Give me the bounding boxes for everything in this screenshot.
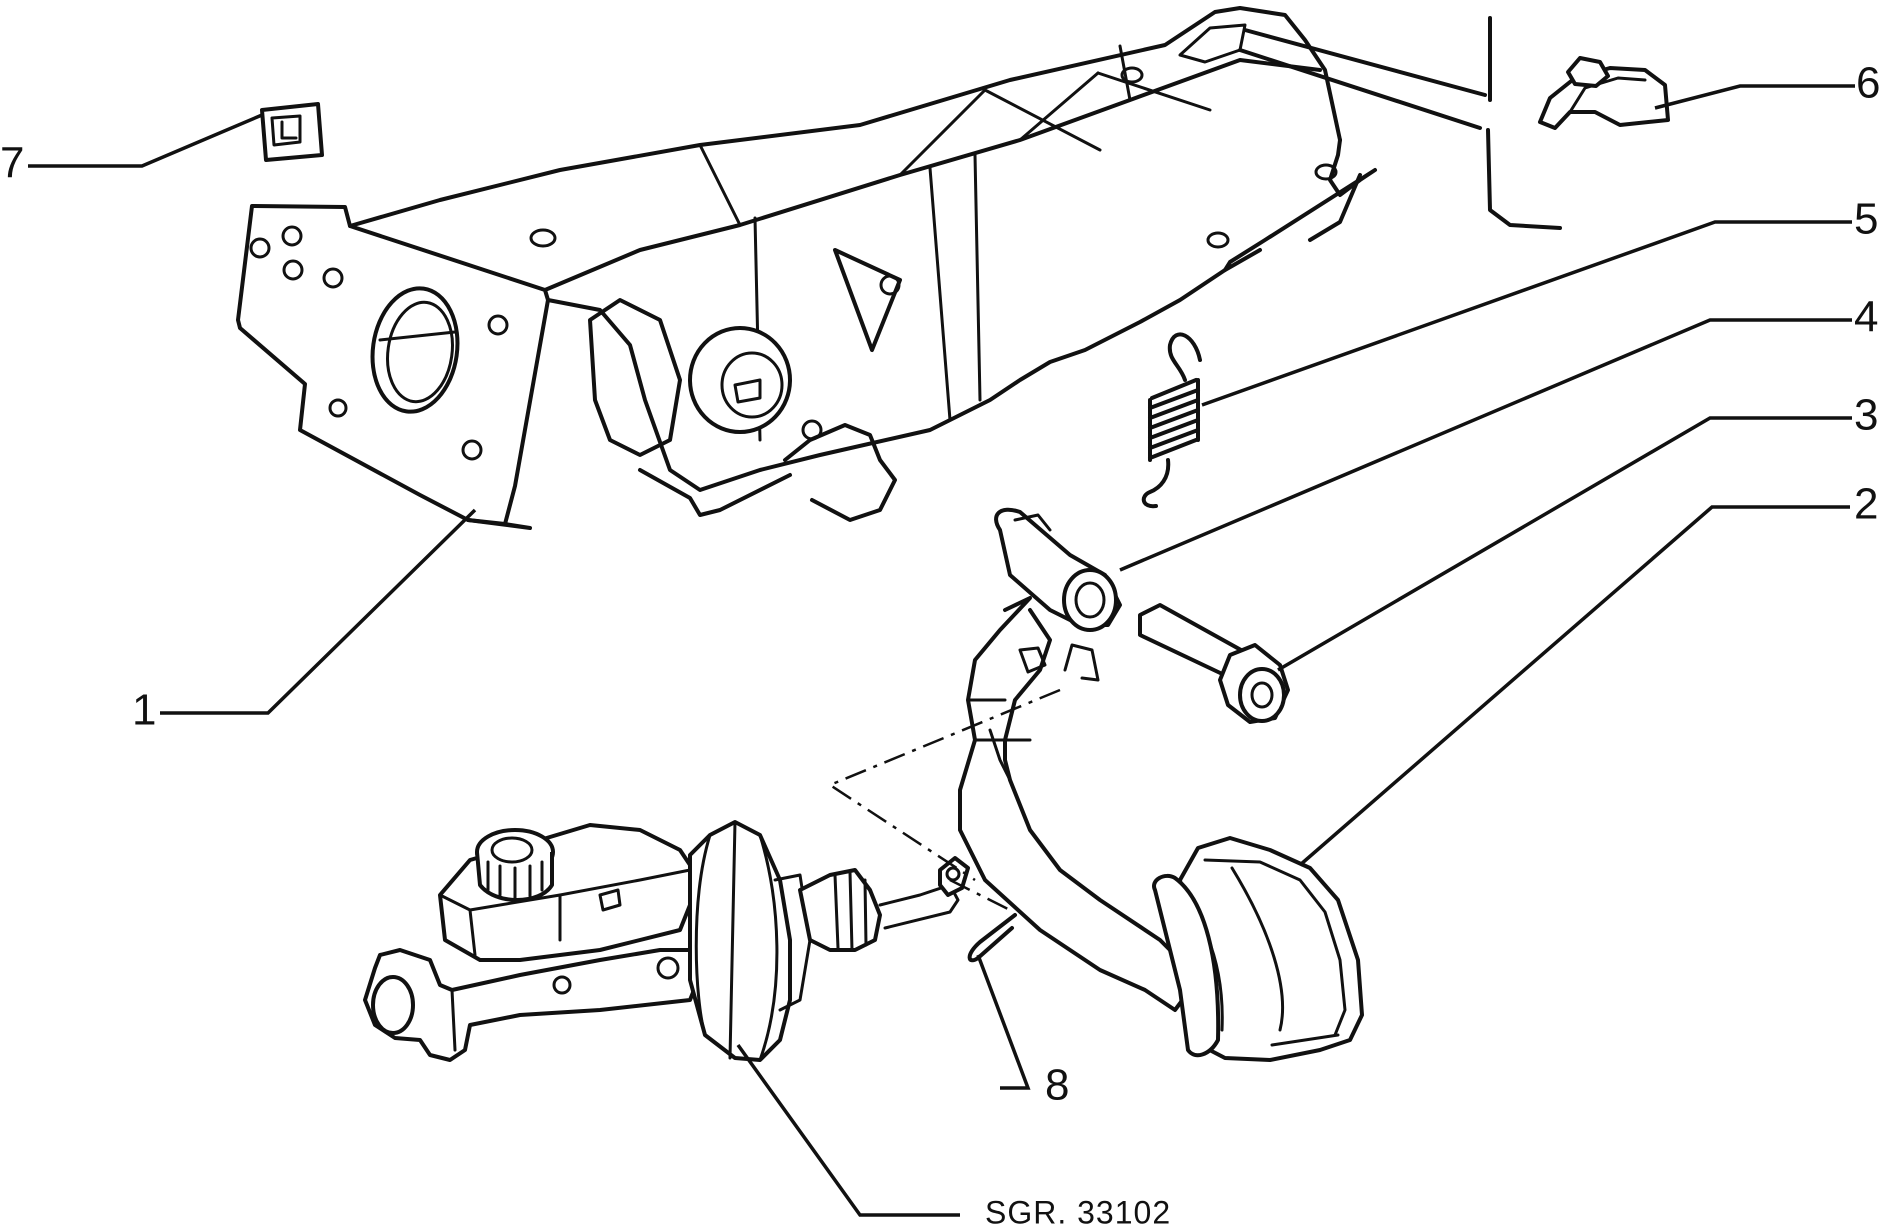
leader-7	[28, 113, 263, 168]
part-5-return-spring	[1141, 332, 1202, 509]
part-3-pivot-pin	[1138, 603, 1290, 724]
leader-3	[1277, 416, 1852, 672]
part-8-split-pin	[967, 913, 1017, 963]
callout-4: 4	[1854, 293, 1878, 342]
part-6-shaft-outline	[1486, 16, 1562, 230]
leader-4	[1119, 318, 1852, 572]
callout-7: 7	[0, 139, 24, 188]
part-6-pointer-line	[1243, 28, 1487, 97]
part-4-pedal-pivot	[994, 507, 1122, 632]
part-7-clip	[260, 102, 324, 162]
callout-6: 6	[1856, 59, 1880, 108]
leader-1	[160, 508, 477, 715]
assembly-line-1	[827, 688, 1061, 882]
drawing-reference: SGR. 33102	[985, 1194, 1171, 1227]
leader-2	[1298, 505, 1850, 867]
part-1-pedal-bracket	[236, 6, 1377, 530]
part-6-pointer-line-2	[1238, 48, 1482, 130]
part-6-bushing	[1538, 56, 1670, 130]
brake-booster-master-cylinder	[363, 820, 970, 1062]
leader-sgr	[736, 1043, 960, 1217]
callout-8: 8	[1045, 1061, 1069, 1110]
callout-2: 2	[1854, 480, 1878, 529]
callout-1: 1	[132, 686, 156, 735]
leader-6	[1654, 84, 1855, 110]
leader-lines	[28, 84, 1855, 1217]
callout-3: 3	[1854, 391, 1878, 440]
part-2-brake-pedal	[958, 596, 1364, 1062]
callout-5: 5	[1854, 195, 1878, 244]
leader-5	[1201, 220, 1852, 407]
assembly-line-2	[949, 878, 1011, 912]
leader-8	[976, 954, 1031, 1090]
